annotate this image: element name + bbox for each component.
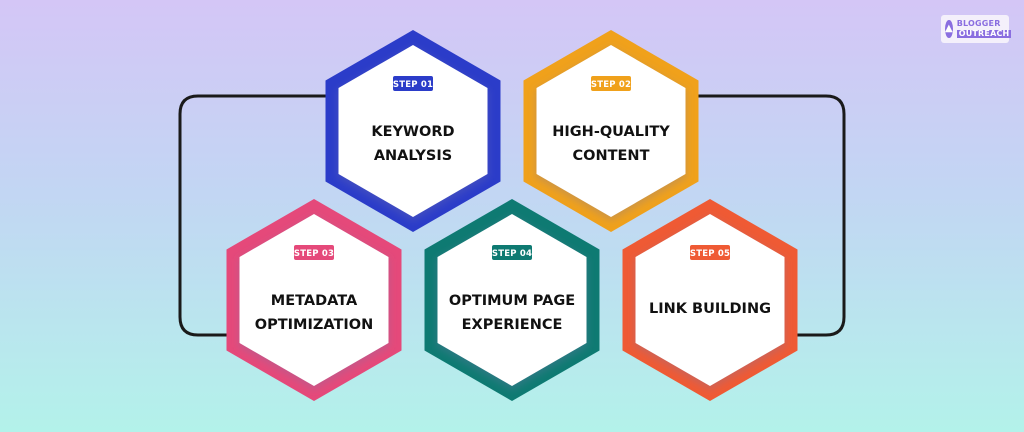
hexagon-fill	[239, 214, 389, 386]
hexagon-fill	[437, 214, 587, 386]
blogger-outreach-logo: ▲ BLOGGER OUTREACH	[941, 15, 1012, 43]
hexagon-fill	[536, 45, 686, 217]
step-badge	[690, 245, 730, 260]
logo-word-blogger: BLOGGER	[956, 19, 1001, 28]
step-badge	[294, 245, 334, 260]
step-title-line: LINK BUILDING	[649, 301, 771, 317]
logo-word-outreach: OUTREACH	[956, 29, 1012, 38]
step-badge-label: STEP 03	[294, 249, 334, 259]
step-title-line: EXPERIENCE	[462, 317, 563, 333]
step-badge-label: STEP 01	[393, 80, 433, 90]
step-badge	[393, 76, 433, 91]
step-2-hexagon: STEP 02 HIGH-QUALITY CONTENT	[523, 30, 699, 232]
hexagon-fill	[635, 214, 785, 386]
step-title-line: OPTIMIZATION	[255, 317, 373, 333]
step-5-hexagon: STEP 05 LINK BUILDING	[622, 199, 798, 401]
step-title-line: METADATA	[271, 293, 358, 309]
hexagon-fill	[338, 45, 488, 217]
step-badge	[492, 245, 532, 260]
connector-line	[178, 94, 846, 337]
step-badge	[591, 76, 631, 91]
step-title-line: OPTIMUM PAGE	[449, 293, 575, 309]
step-badge-label: STEP 04	[492, 249, 532, 259]
step-badge-label: STEP 05	[690, 249, 730, 259]
step-3-hexagon: STEP 03 METADATA OPTIMIZATION	[226, 199, 402, 401]
step-title-line: HIGH-QUALITY	[552, 124, 670, 140]
step-1-hexagon: STEP 01 KEYWORD ANALYSIS	[325, 30, 501, 232]
step-badge-label: STEP 02	[591, 80, 631, 90]
step-title-line: ANALYSIS	[374, 148, 452, 164]
logo-text: BLOGGER OUTREACH	[956, 19, 1012, 38]
step-title-line: CONTENT	[573, 148, 650, 164]
step-4-hexagon: STEP 04 OPTIMUM PAGE EXPERIENCE	[424, 199, 600, 401]
step-title-line: KEYWORD	[371, 124, 454, 140]
rocket-icon: ▲	[945, 20, 953, 38]
